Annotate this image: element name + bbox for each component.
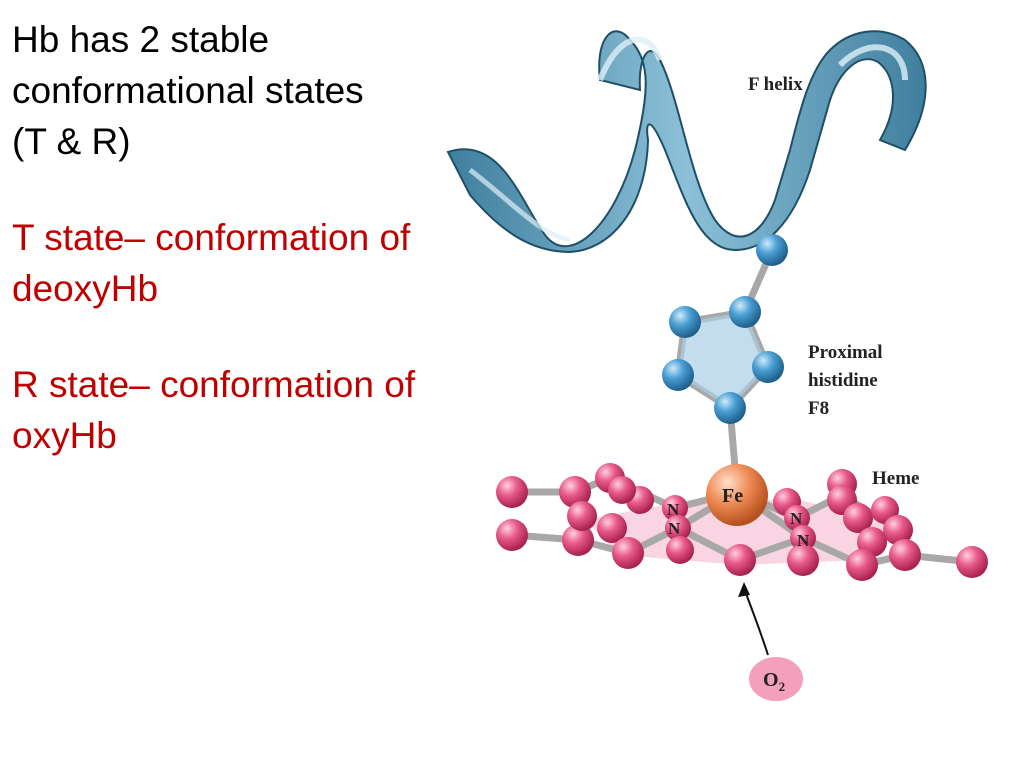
- r-state-line-2: oxyHb: [12, 415, 117, 456]
- histidine-label-line-3: F8: [808, 398, 829, 419]
- heme-atom: [666, 536, 694, 564]
- heme-atom: [790, 525, 816, 551]
- heading-line-3: (T & R): [12, 121, 131, 162]
- heading-line-2: conformational states: [12, 70, 364, 111]
- oxygen-label-subscript: 2: [779, 679, 786, 694]
- heme-atom: [597, 513, 627, 543]
- heme-atom: [883, 515, 913, 545]
- heme-atom: [562, 524, 594, 556]
- histidine-label: Proximal histidine F8: [808, 342, 883, 419]
- heme-atom: [784, 505, 810, 531]
- heme-atom: [724, 544, 756, 576]
- histidine-atom: [729, 296, 761, 328]
- f-helix-label: F helix: [748, 74, 803, 95]
- heme-label: Heme: [872, 468, 919, 489]
- histidine-label-line-2: histidine: [808, 370, 878, 391]
- heme-atom: [665, 515, 691, 541]
- binding-arrow: [743, 587, 769, 656]
- heme-atom: [846, 549, 878, 581]
- nitrogen-label: N: [668, 519, 681, 538]
- histidine-atoms: [662, 234, 788, 424]
- text-column: Hb has 2 stable conformational states (T…: [12, 14, 452, 461]
- oxygen-label: O2: [763, 669, 785, 694]
- heading-line-1: Hb has 2 stable: [12, 19, 270, 60]
- nitrogen-label: N: [797, 531, 810, 550]
- oxygen-label-symbol: O: [763, 669, 779, 691]
- histidine-atom: [714, 392, 746, 424]
- heme-atom: [608, 476, 636, 504]
- histidine-atom: [662, 359, 694, 391]
- nitrogen-labels: N N N N: [667, 500, 810, 550]
- heme-atom: [567, 501, 597, 531]
- heme-atom: [956, 546, 988, 578]
- imidazole-ring-face: [678, 312, 768, 408]
- oxygen-molecule: [749, 657, 803, 701]
- histidine-label-line-1: Proximal: [808, 342, 883, 363]
- heme-atom: [496, 519, 528, 551]
- heme-atom: [787, 544, 819, 576]
- heme-atoms: [496, 463, 988, 581]
- histidine-atom: [752, 351, 784, 383]
- histidine-atom: [669, 306, 701, 338]
- heme-atom: [889, 539, 921, 571]
- t-state-line-1: T state– conformation of: [12, 217, 411, 258]
- heme-atom: [559, 476, 591, 508]
- r-state-line-1: R state– conformation of: [12, 364, 416, 405]
- t-state-line-2: deoxyHb: [12, 268, 159, 309]
- arrow-head-icon: [738, 582, 750, 597]
- heme-atom: [612, 537, 644, 569]
- nitrogen-label: N: [667, 500, 680, 519]
- iron-atom: [706, 464, 768, 526]
- f-helix-ribbon: [446, 30, 927, 254]
- histidine-atom: [756, 234, 788, 266]
- heme-atom: [662, 495, 688, 521]
- iron-label: Fe: [722, 485, 743, 507]
- heme-atom: [843, 503, 873, 533]
- heme-atom: [496, 476, 528, 508]
- nitrogen-label: N: [790, 509, 803, 528]
